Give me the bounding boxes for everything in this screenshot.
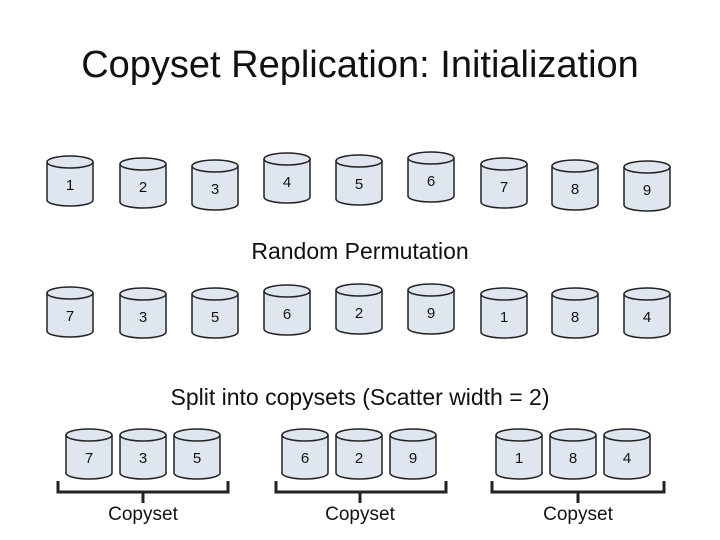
split-caption: Split into copysets (Scatter width = 2)	[170, 384, 550, 410]
disk-cylinder-icon	[549, 428, 597, 480]
disk-node-label: 8	[570, 309, 580, 326]
disk-node-label: 9	[642, 182, 652, 199]
disk-node: 5	[172, 428, 222, 480]
disk-node-label: 4	[622, 450, 632, 467]
disk-node-label: 4	[642, 309, 652, 326]
disk-cylinder-icon	[263, 152, 311, 204]
disk-node-label: 7	[84, 450, 94, 467]
disk-cylinder-icon	[119, 287, 167, 339]
disk-node-label: 2	[354, 305, 364, 322]
disk-node: 2	[334, 428, 384, 480]
disk-cylinder-icon	[65, 428, 113, 480]
disk-node-label: 8	[568, 450, 578, 467]
disk-node-label: 9	[426, 305, 436, 322]
disk-node-label: 1	[499, 309, 509, 326]
disk-cylinder-icon	[407, 283, 455, 335]
disk-cylinder-icon	[480, 157, 528, 209]
disk-node-label: 1	[514, 450, 524, 467]
disk-cylinder-icon	[46, 286, 94, 338]
disk-cylinder-icon	[623, 287, 671, 339]
disk-cylinder-icon	[407, 151, 455, 203]
disk-node: 8	[550, 159, 600, 211]
disk-cylinder-icon	[173, 428, 221, 480]
disk-node-label: 3	[138, 450, 148, 467]
disk-cylinder-icon	[46, 155, 94, 207]
disk-node: 9	[406, 283, 456, 335]
disk-node: 5	[334, 154, 384, 206]
disk-cylinder-icon	[119, 428, 167, 480]
disk-node: 1	[479, 287, 529, 339]
disk-node-label: 4	[282, 174, 292, 191]
disk-node-label: 3	[138, 309, 148, 326]
disk-node: 6	[280, 428, 330, 480]
disk-node-label: 1	[65, 177, 75, 194]
permutation-caption: Random Permutation	[251, 238, 469, 264]
disk-cylinder-icon	[191, 159, 239, 211]
disk-node-label: 9	[408, 450, 418, 467]
disk-node-label: 5	[210, 309, 220, 326]
disk-node-label: 6	[426, 173, 436, 190]
disk-node-label: 6	[300, 450, 310, 467]
copyset-label: Copyset	[543, 504, 613, 525]
disk-cylinder-icon	[551, 159, 599, 211]
disk-node: 7	[64, 428, 114, 480]
disk-cylinder-icon	[551, 287, 599, 339]
disk-node: 8	[550, 287, 600, 339]
copyset-label: Copyset	[325, 504, 395, 525]
disk-node: 9	[388, 428, 438, 480]
disk-node-label: 2	[354, 450, 364, 467]
disk-node: 6	[406, 151, 456, 203]
disk-node: 2	[334, 283, 384, 335]
disk-cylinder-icon	[335, 428, 383, 480]
disk-node: 4	[622, 287, 672, 339]
disk-node: 7	[45, 286, 95, 338]
disk-cylinder-icon	[335, 283, 383, 335]
disk-cylinder-icon	[335, 154, 383, 206]
disk-node: 9	[622, 160, 672, 212]
disk-node: 3	[118, 428, 168, 480]
disk-node: 2	[118, 157, 168, 209]
disk-node: 4	[262, 152, 312, 204]
disk-cylinder-icon	[263, 284, 311, 336]
disk-cylinder-icon	[495, 428, 543, 480]
disk-cylinder-icon	[480, 287, 528, 339]
disk-node: 6	[262, 284, 312, 336]
disk-node-label: 2	[138, 179, 148, 196]
disk-node: 3	[190, 159, 240, 211]
disk-node: 8	[548, 428, 598, 480]
disk-node-label: 8	[570, 181, 580, 198]
disk-node: 1	[45, 155, 95, 207]
disk-node-label: 7	[499, 179, 509, 196]
slide-title: Copyset Replication: Initialization	[81, 44, 639, 86]
disk-cylinder-icon	[191, 287, 239, 339]
disk-node-label: 7	[65, 308, 75, 325]
disk-node-label: 6	[282, 306, 292, 323]
disk-node: 1	[494, 428, 544, 480]
disk-node-label: 5	[354, 176, 364, 193]
disk-node: 5	[190, 287, 240, 339]
disk-cylinder-icon	[281, 428, 329, 480]
disk-cylinder-icon	[623, 160, 671, 212]
disk-node: 3	[118, 287, 168, 339]
disk-cylinder-icon	[389, 428, 437, 480]
disk-node: 4	[602, 428, 652, 480]
disk-node-label: 3	[210, 181, 220, 198]
disk-node: 7	[479, 157, 529, 209]
disk-cylinder-icon	[119, 157, 167, 209]
disk-cylinder-icon	[603, 428, 651, 480]
disk-node-label: 5	[192, 450, 202, 467]
copyset-label: Copyset	[108, 504, 178, 525]
